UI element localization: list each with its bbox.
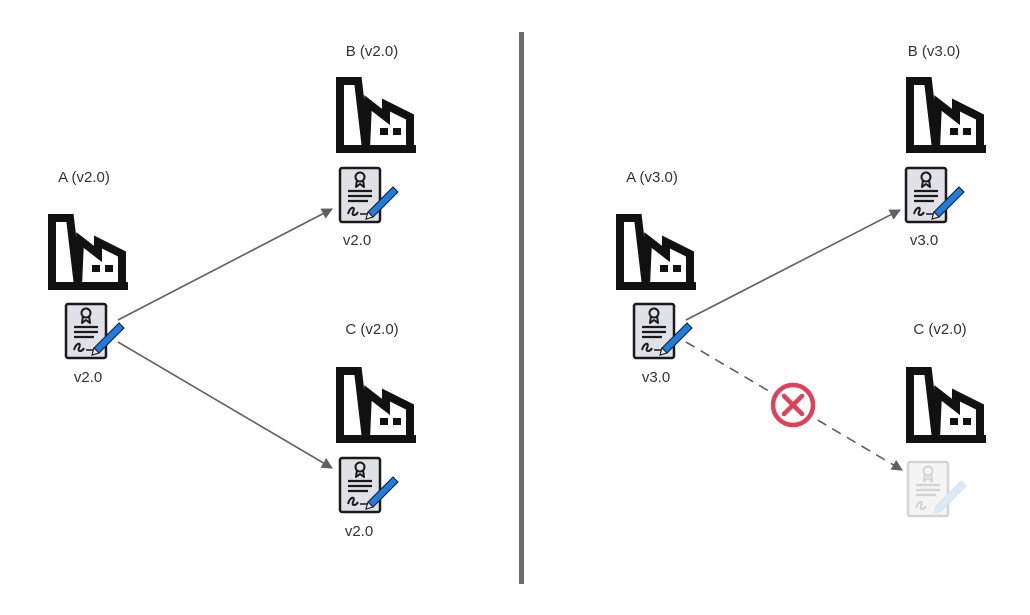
right-panel bbox=[616, 81, 986, 518]
faded-certificate-icon bbox=[906, 460, 968, 518]
panel-divider bbox=[519, 32, 524, 584]
node-c-title: C (v2.0) bbox=[345, 321, 399, 338]
node-a-title: A (v2.0) bbox=[58, 169, 110, 186]
signed-certificate-icon bbox=[338, 456, 400, 514]
node-b-cert-version: v2.0 bbox=[342, 232, 372, 249]
node-a-cert-version: v3.0 bbox=[641, 369, 671, 386]
node-b-cert-version: v3.0 bbox=[909, 232, 939, 249]
factory-icon bbox=[336, 371, 416, 439]
signed-certificate-icon bbox=[632, 302, 694, 360]
node-b-title: B (v3.0) bbox=[907, 43, 961, 60]
signed-certificate-icon bbox=[64, 302, 126, 360]
signed-certificate-icon bbox=[338, 166, 400, 224]
error-circle-x-icon bbox=[770, 382, 816, 428]
factory-icon bbox=[336, 81, 416, 149]
factory-icon bbox=[616, 218, 696, 286]
signed-certificate-icon bbox=[904, 166, 966, 224]
factory-icon bbox=[906, 81, 986, 149]
node-a-title: A (v3.0) bbox=[626, 169, 678, 186]
arrow-a-to-c bbox=[117, 341, 333, 469]
node-b-title: B (v2.0) bbox=[345, 43, 399, 60]
factory-icon bbox=[48, 218, 128, 286]
arrow-a-to-b bbox=[685, 209, 901, 321]
arrow-a-to-b bbox=[117, 208, 333, 321]
node-c-title: C (v2.0) bbox=[913, 321, 967, 338]
node-c-cert-version: v2.0 bbox=[344, 523, 374, 540]
factory-icon bbox=[906, 371, 986, 439]
left-panel bbox=[48, 81, 416, 514]
node-a-cert-version: v2.0 bbox=[73, 369, 103, 386]
